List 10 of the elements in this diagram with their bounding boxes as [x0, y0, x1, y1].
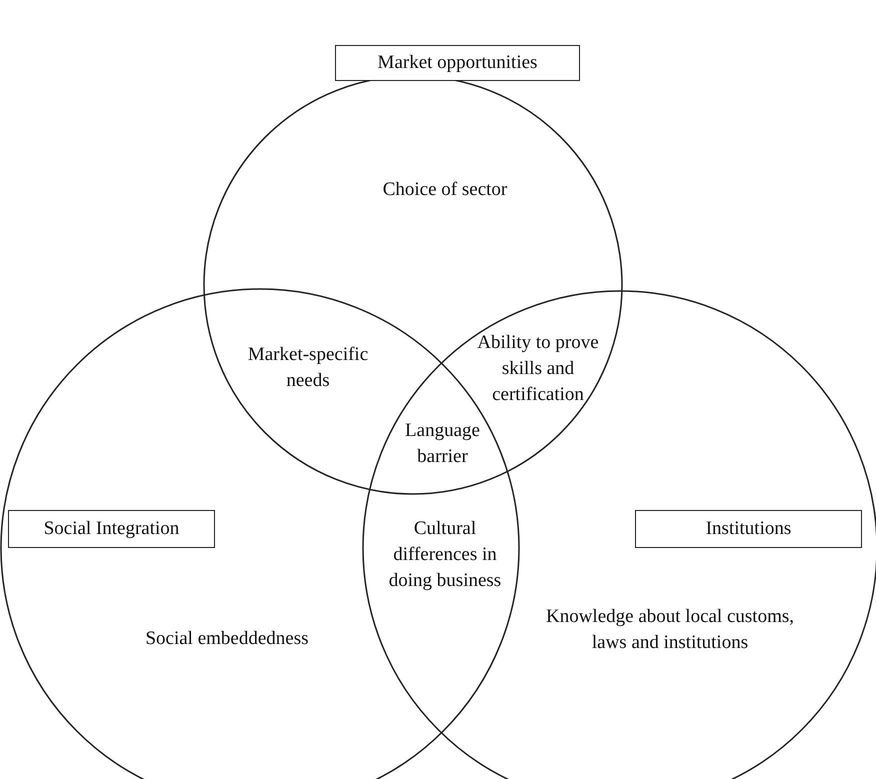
overlap-label: Market-specific needs: [246, 343, 370, 393]
overlap-label: Ability to prove skills and certification: [476, 331, 600, 407]
circle-label: Social embeddedness: [144, 627, 310, 651]
circle-label: Knowledge about local customs, laws and institutions: [544, 605, 795, 655]
overlap-label: Cultural differences in doing business: [388, 517, 502, 593]
category-label: Institutions: [635, 510, 862, 548]
category-label: Market opportunities: [335, 45, 580, 81]
category-label: Social Integration: [8, 510, 215, 548]
circle-label: Choice of sector: [382, 178, 508, 202]
overlap-label: Language barrier: [404, 419, 481, 469]
